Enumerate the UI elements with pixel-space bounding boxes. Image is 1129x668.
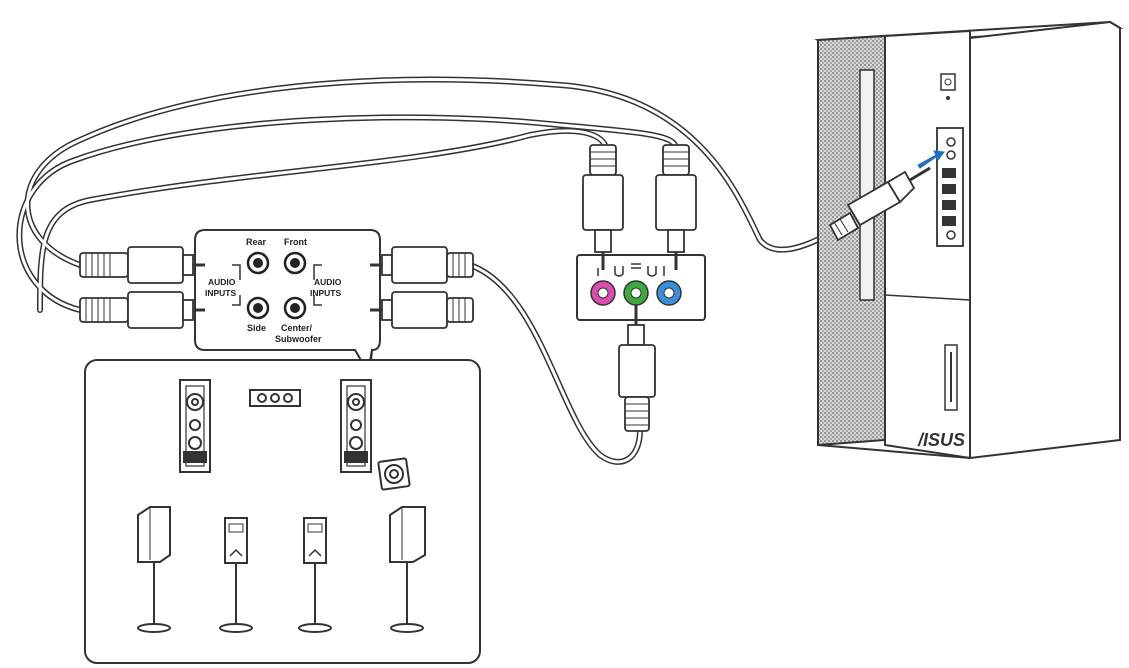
label-center: Center/: [281, 323, 313, 333]
audio-jack-icon: [283, 251, 307, 275]
label-audio-inputs-left: AUDIO: [208, 277, 236, 287]
rca-plug-icon: [582, 144, 624, 270]
rca-plug-icon: [79, 246, 205, 284]
audio-jack-icon: [246, 296, 270, 320]
brand-logo: /ISUS: [917, 430, 965, 450]
label-side: Side: [247, 323, 266, 333]
speaker-input-hub: Rear Front Side Center/ Subwoofer AUDIO …: [194, 229, 381, 375]
audio-jack-icon: [246, 251, 270, 275]
rca-plug-icon: [79, 291, 205, 329]
speaker-icon: [179, 379, 211, 473]
label-rear: Rear: [246, 237, 267, 247]
rca-plug-icon: [370, 291, 474, 329]
audio-jack-icon: [623, 280, 649, 306]
hub-plugs: [79, 246, 474, 329]
label-front: Front: [284, 237, 307, 247]
cable-rear: [24, 76, 853, 268]
rca-plug-icon: [370, 246, 474, 284]
label-audio-inputs-left-2: INPUTS: [205, 288, 237, 298]
speaker-icon: [340, 379, 372, 473]
audio-jack-icon: [283, 296, 307, 320]
label-audio-inputs-right-2: INPUTS: [310, 288, 342, 298]
label-audio-inputs-right: AUDIO: [314, 277, 342, 287]
insert-arrow-icon: [917, 150, 945, 169]
speaker-layout-panel: [84, 359, 481, 664]
subwoofer-icon: [377, 457, 411, 491]
label-subwoofer: Subwoofer: [275, 334, 322, 344]
panel-plugs: [582, 144, 697, 432]
speaker-icon: [137, 506, 171, 633]
rca-plug-icon: [655, 144, 697, 270]
center-speaker-icon: [249, 389, 301, 407]
audio-jack-icon: [656, 280, 682, 306]
speaker-icon: [298, 517, 332, 633]
speaker-icon: [219, 517, 253, 633]
desktop-pc-icon: /ISUS: [814, 20, 1124, 460]
audio-jack-icon: [590, 280, 616, 306]
rca-plug-icon: [618, 305, 656, 432]
rca-plug-icon: [828, 166, 931, 242]
speaker-icon: [389, 506, 426, 633]
audio-jack-panel: [576, 254, 706, 321]
